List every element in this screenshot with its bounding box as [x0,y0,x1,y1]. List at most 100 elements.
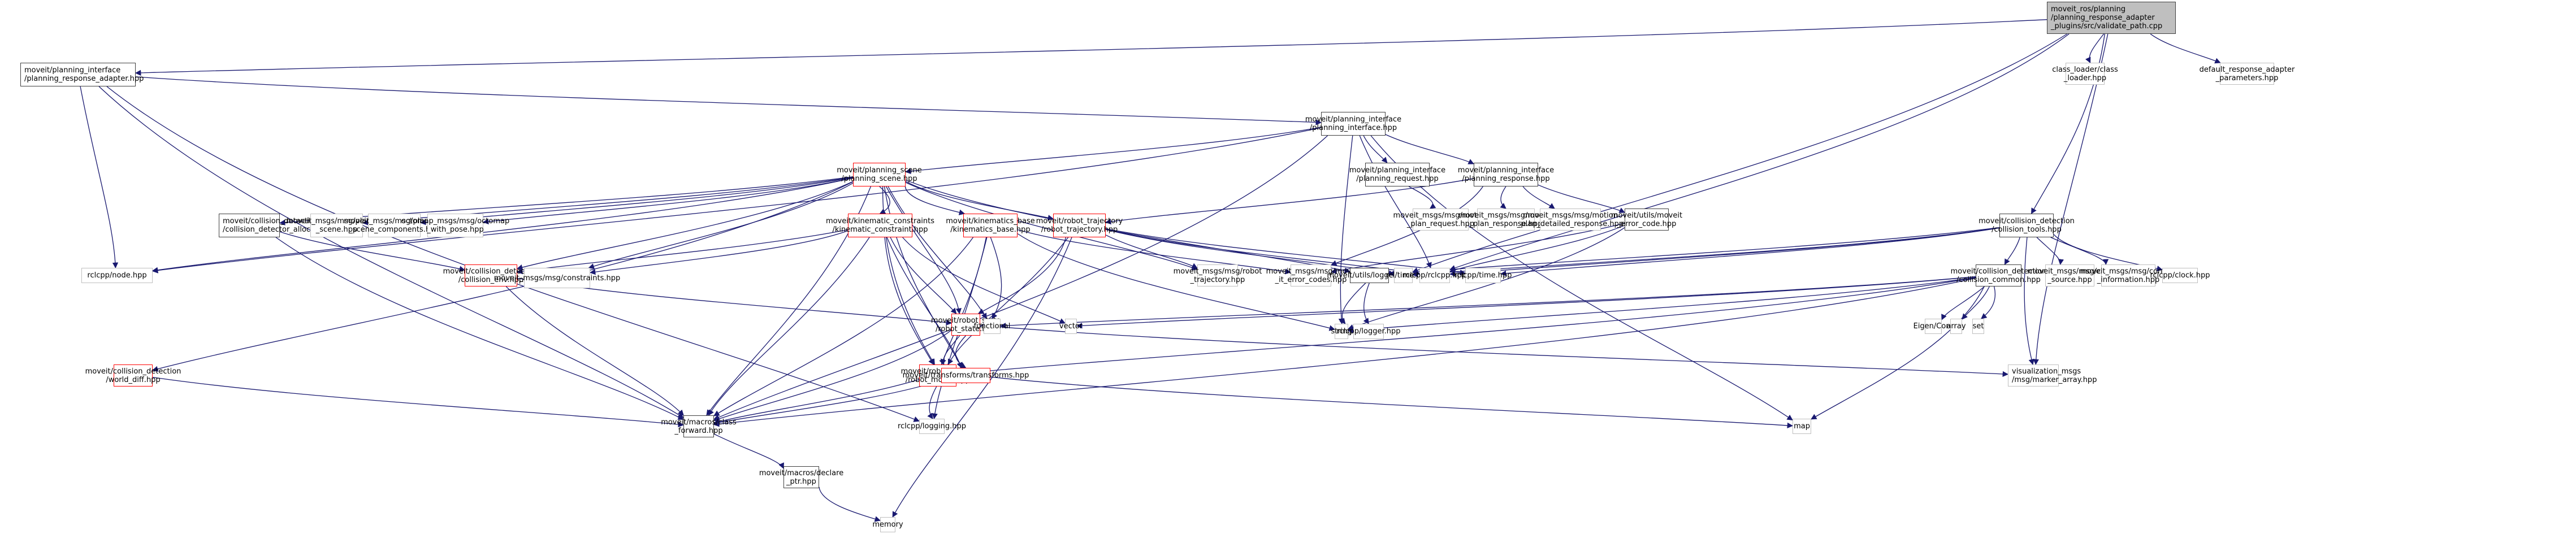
edge-planning-interface-to-rclcpp-node [151,127,1322,273]
edge-validate-path-to-collision-tools [2031,33,2106,214]
graph-node-vector[interactable]: vector [1059,319,1083,334]
edge-kinematics-base-to-class-forward [713,237,974,416]
edge-collision-common-to-class-forward [713,277,1976,427]
graph-node-octomap-with-pose[interactable]: octomap_msgs/msg/octomap _with_pose.hpp [401,214,509,237]
edge-validate-path-to-class-loader [2085,33,2105,63]
graph-node-rclcpp-node[interactable]: rclcpp/node.hpp [81,268,153,283]
edge-validate-path-to-rclcpp-rclcpp [1449,33,2070,271]
graph-node-moveit-error-code[interactable]: moveit/utils/moveit _error_code.hpp [1611,209,1682,231]
graph-node-msg-contact-information[interactable]: moveit_msgs/msg/contact _information.hpp [2080,264,2177,286]
edge-planning-response-adapter-to-rclcpp-node [80,86,119,269]
edge-collision-common-to-vector [1076,276,1976,329]
edge-collision-common-to-functional [999,276,1976,329]
edge-planning-scene-to-kinematics-base [904,186,966,215]
graph-node-declare-ptr[interactable]: moveit/macros/declare _ptr.hpp [759,466,843,488]
graph-node-rclcpp-rclcpp[interactable]: rclcpp/rclcpp.hpp [1403,268,1466,283]
edge-planning-scene-to-collision-env [516,181,854,271]
graph-node-world-diff[interactable]: moveit/collision_detection /world_diff.h… [85,364,181,387]
graph-node-msg-cost-source[interactable]: moveit_msgs/msg/cost _source.hpp [2028,264,2112,286]
graph-node-planning-response-adapter[interactable]: moveit/planning_interface /planning_resp… [20,63,144,86]
edge-planning-interface-to-map [1370,135,1793,420]
graph-node-rcl-time[interactable]: rcl/time.h [1386,268,1421,283]
graph-node-string[interactable]: string [1331,324,1352,339]
graph-node-msg-robot-trajectory[interactable]: moveit_msgs/msg/robot _trajectory.hpp [1174,264,1262,286]
edge-logger-to-string [1339,283,1366,324]
edge-planning-scene-to-logger [905,179,1351,273]
graph-node-rclcpp-logging[interactable]: rclcpp/logging.hpp [898,419,966,434]
graph-node-msg-constraints[interactable]: moveit_msgs/msg/constraints.hpp [494,268,620,288]
graph-node-marker-array[interactable]: visualization_msgs /msg/marker_array.hpp [2008,364,2097,387]
graph-node-class-loader[interactable]: class_loader/class _loader.hpp [2052,63,2118,85]
graph-node-logger[interactable]: moveit/utils/logger.hpp [1327,268,1412,283]
edge-planning-interface-to-string [1338,135,1353,325]
edge-collision-tools-to-msg-cost-source [2036,237,2064,266]
graph-node-kinematics-base[interactable]: moveit/kinematics_base /kinematics_base.… [946,214,1035,237]
edge-planning-scene-to-collision-detector-allocator [279,176,854,225]
edge-robot-trajectory-to-robot-state [977,237,1067,314]
graph-node-set[interactable]: set [1972,319,1984,334]
edge-planning-response-adapter-to-rclcpp-logging [106,86,920,422]
edge-planning-scene-to-robot-state [886,186,962,315]
graph-node-planning-request[interactable]: moveit/planning_interface /planning_requ… [1349,163,1445,186]
edge-collision-tools-to-marker-array [2024,237,2034,366]
edge-robot-trajectory-to-rclcpp-rclcpp [1105,228,1421,276]
graph-node-move-it-error-codes[interactable]: moveit_msgs/msg/move _it_error_codes.hpp [1266,264,1356,286]
edge-collision-tools-to-msg-contact-information [2050,237,2109,266]
edge-planning-interface-to-rclcpp-rclcpp [1359,135,1432,268]
graph-node-motion-plan-detailed-response[interactable]: moveit_msgs/msg/motion _plan_detailed_re… [1517,209,1623,231]
edge-world-diff-to-class-forward [152,376,685,428]
graph-node-msg-planning-scene[interactable]: moveit_msgs/msg/planning _scene.hpp [286,214,387,237]
edge-collision-common-to-robot-model [955,277,1976,376]
edge-robot-model-to-rclcpp-logging [927,386,937,419]
edge-validate-path-to-default-response-adapter-parameters [2150,33,2221,64]
edge-kinematic-constraint-to-collision-env [516,229,848,275]
graph-node-planning-interface[interactable]: moveit/planning_interface /planning_inte… [1305,112,1401,136]
graph-node-collision-detector-allocator[interactable]: moveit/collision_detection /collision_de… [219,214,341,237]
edge-planning-scene-to-functional [887,186,987,319]
graph-node-class-forward[interactable]: moveit/macros/class _forward.hpp [661,415,737,437]
edge-collision-common-to-map [1811,286,1985,420]
graph-node-functional[interactable]: functional [974,319,1010,334]
graph-node-robot-trajectory[interactable]: moveit/robot_trajectory /robot_trajector… [1036,214,1123,237]
edge-planning-response-to-motion-plan-detailed-response [1522,186,1555,209]
edge-validate-path-to-marker-array [2033,33,2109,366]
graph-node-motion-plan-response[interactable]: moveit_msgs/msg/motion _plan_response.hp… [1458,209,1553,231]
graph-node-default-response-adapter-parameters[interactable]: default_response_adapter _parameters.hpp [2200,63,2294,85]
edge-moveit-error-code-to-move-it-error-codes [1330,223,1625,274]
graph-node-rclcpp-clock[interactable]: rclcpp/clock.hpp [2150,268,2210,283]
edge-kinematics-base-to-string [1017,233,1336,331]
edge-transforms-to-map [990,376,1794,429]
graph-node-eigen-core[interactable]: Eigen/Core [1913,319,1953,334]
graph-node-array[interactable]: array [1946,319,1966,334]
edge-planning-response-adapter-to-planning-interface [135,76,1322,125]
edge-collision-tools-to-collision-common [2004,237,2020,265]
graph-node-memory[interactable]: memory [872,517,903,532]
graph-node-kinematic-constraint[interactable]: moveit/kinematic_constraints /kinematic_… [826,214,934,237]
graph-node-msg-planning-scene-components[interactable]: moveit_msgs/msg/planning _scene_componen… [344,214,445,237]
edge-robot-state-to-class-forward [713,329,952,422]
edge-planning-scene-to-msg-constraints [588,183,854,270]
graph-node-planning-scene[interactable]: moveit/planning_scene /planning_scene.hp… [837,163,922,186]
graph-node-motion-plan-request[interactable]: moveit_msgs/msg/motion _plan_request.hpp [1393,209,1488,231]
graph-node-collision-env[interactable]: moveit/collision_detection /collision_en… [443,264,539,286]
edge-kinematic-constraint-to-robot-model [884,237,934,365]
edge-moveit-error-code-to-rclcpp-rclcpp [1449,225,1625,273]
graph-node-rclcpp-time[interactable]: rclcpp/time.hpp [1454,268,1512,283]
graph-node-collision-tools[interactable]: moveit/collision_detection /collision_to… [1978,214,2075,237]
graph-node-validate-path[interactable]: moveit_ros/planning /planning_response_a… [2047,2,2176,34]
graph-node-transforms[interactable]: moveit/transforms/transforms.hpp [903,368,1029,383]
edge-planning-scene-to-octomap-with-pose [482,177,854,225]
graph-node-map[interactable]: map [1793,419,1811,434]
graph-node-collision-common[interactable]: moveit/collision_detection /collision_co… [1951,264,2046,286]
edge-planning-response-to-motion-plan-response [1500,186,1506,209]
graph-node-rclcpp-logger[interactable]: rclcpp/logger.hpp [1337,324,1400,339]
graph-node-planning-response[interactable]: moveit/planning_interface /planning_resp… [1458,163,1554,186]
edge-robot-state-to-marker-array [980,325,2009,377]
edge-robot-state-to-robot-model [939,335,960,365]
edge-collision-detector-allocator-to-collision-env [279,231,466,272]
edge-planning-scene-to-world-diff [151,181,854,372]
edge-planning-response-to-moveit-error-code [1538,184,1625,213]
edge-planning-scene-to-rclcpp-node [151,177,854,273]
edge-validate-path-to-planning-response-adapter [135,19,2047,76]
